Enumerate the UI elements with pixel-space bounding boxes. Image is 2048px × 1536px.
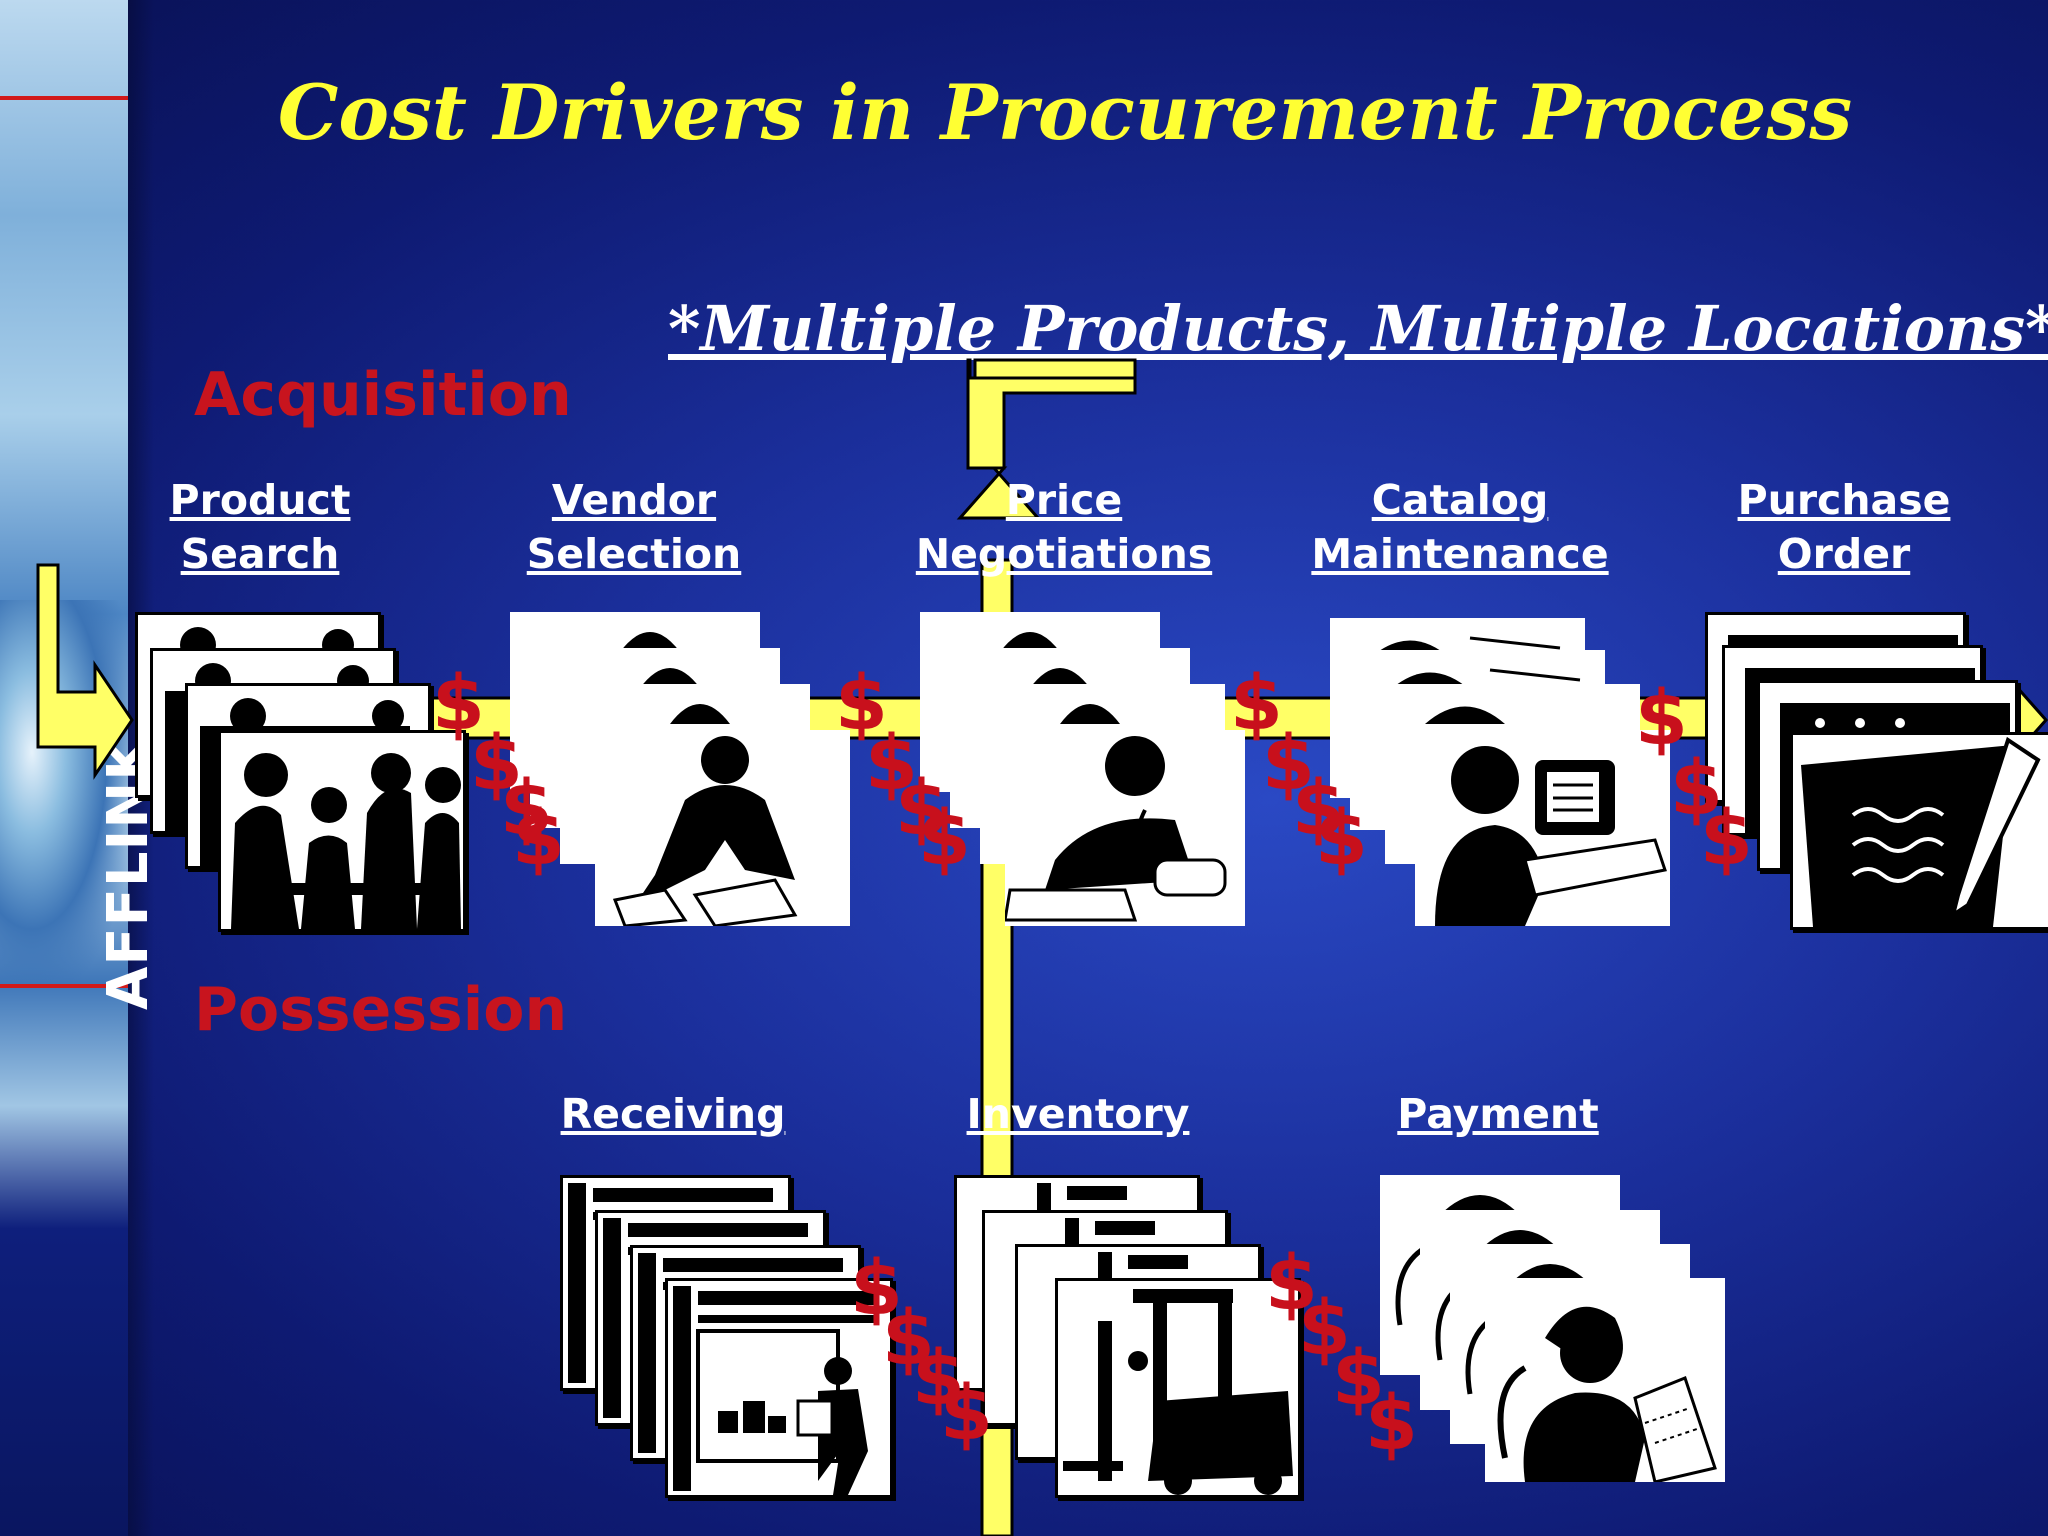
cost-marker: $ — [470, 718, 523, 807]
step-label-purchase-order: Purchase Order — [1737, 476, 1951, 578]
cost-marker: $ — [1315, 793, 1368, 882]
slide-subtitle: *Multiple Products, Multiple Locations* — [668, 292, 2048, 365]
cost-marker: $ — [835, 658, 888, 747]
cost-marker: $ — [865, 718, 918, 807]
person-at-computer-icon — [1415, 730, 1670, 926]
cost-marker: $ — [1265, 1238, 1318, 1327]
cost-marker: $ — [1670, 743, 1723, 832]
slide-title: Cost Drivers in Procurement Process — [277, 68, 1853, 157]
step-label-inventory: Inventory — [966, 1090, 1190, 1138]
cost-marker: $ — [1292, 763, 1345, 852]
cost-marker: $ — [512, 793, 565, 882]
cost-marker: $ — [882, 1293, 935, 1382]
top-down-arrow — [956, 358, 1137, 520]
step-label-payment: Payment — [1397, 1090, 1599, 1138]
step-label-receiving: Receiving — [560, 1090, 786, 1138]
document-and-pen-icon — [1790, 732, 2048, 930]
cost-marker: $ — [1700, 793, 1753, 882]
cost-marker: $ — [1635, 673, 1688, 762]
cost-marker: $ — [1230, 658, 1283, 747]
step-label-catalog-maintenance: Catalog Maintenance — [1311, 476, 1609, 578]
cost-marker: $ — [850, 1243, 903, 1332]
cost-marker: $ — [1262, 718, 1315, 807]
cost-marker: $ — [1332, 1333, 1385, 1422]
left-entry-arrow — [36, 563, 134, 780]
cost-marker: $ — [940, 1368, 993, 1457]
woman-on-phone-icon — [1005, 730, 1245, 926]
step-label-price-negotiations: Price Negotiations — [915, 476, 1213, 578]
section-acquisition: Acquisition — [194, 360, 572, 430]
step-label-product-search: Product Search — [169, 476, 351, 578]
section-possession: Possession — [194, 975, 568, 1045]
globe-graphic — [0, 600, 128, 980]
meeting-people-icon — [218, 730, 466, 932]
forklift-icon — [1055, 1278, 1301, 1498]
worker-carrying-box-icon — [665, 1278, 893, 1498]
cost-marker: $ — [895, 763, 948, 852]
cost-marker: $ — [432, 658, 485, 747]
cost-marker: $ — [918, 793, 971, 882]
step-label-vendor-selection: Vendor Selection — [526, 476, 742, 578]
cost-marker: $ — [912, 1333, 965, 1422]
cost-marker: $ — [1365, 1378, 1418, 1467]
woman-writing-check-icon — [1485, 1278, 1725, 1482]
sidebar-red-line-top — [0, 96, 128, 100]
cost-marker: $ — [1298, 1283, 1351, 1372]
sidebar — [0, 0, 128, 1536]
sidebar-red-line-bottom — [0, 984, 128, 988]
woman-reviewing-papers-icon — [595, 730, 850, 926]
cost-marker: $ — [500, 763, 553, 852]
